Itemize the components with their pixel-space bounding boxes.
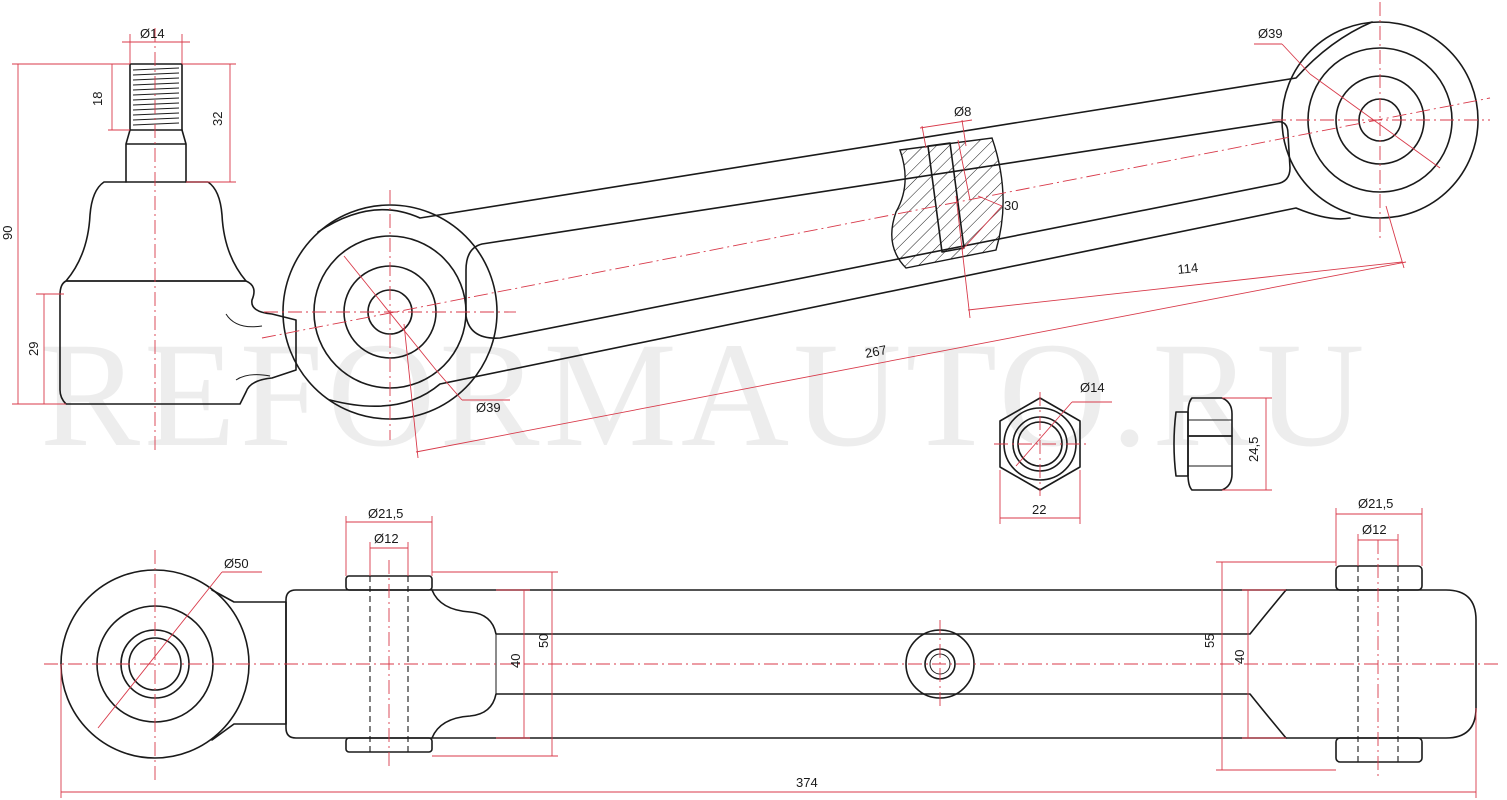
arm-lower-edge [329,207,1351,408]
total-height-label: 90 [0,226,15,240]
arm-body [285,589,1477,739]
nut-side-collar [1173,411,1189,477]
arm-top-view: Ø39 Ø39 Ø8 30 114 267 [261,2,1491,459]
stud-height-label: 32 [210,112,225,126]
dust-boot [65,181,247,282]
mid-inner-height-label: 40 [508,654,523,668]
hole-diameter-label: Ø8 [954,104,971,119]
mid-outer-diameter-label: Ø21,5 [368,506,403,521]
end-inner-diameter-label: Ø12 [1362,522,1387,537]
eye-diameter-label: Ø50 [224,556,249,571]
watermark-text: REFORMAUTO.RU [40,312,1369,478]
threaded-stud [129,63,183,131]
end-inner-height-label: 40 [1232,650,1247,664]
arm-cross-section [891,137,1004,269]
arm-pocket [465,120,1291,339]
ball-joint-view: Ø14 18 32 90 29 [0,26,297,450]
joint-housing [59,280,297,405]
thread-length-label: 18 [90,92,105,106]
left-bushing-diameter-label: Ø39 [476,400,501,415]
nut-width-label: 22 [1032,502,1046,517]
hole-to-bushing-label: 114 [1177,260,1199,277]
nut-views: Ø14 22 24,5 [994,380,1272,524]
upper-flange [431,589,1287,635]
end-outer-height-label: 55 [1202,634,1217,648]
arm-upper-edge [317,21,1373,233]
nut-height-label: 24,5 [1246,437,1261,462]
housing-height-label: 29 [26,342,41,356]
mid-outer-height-label: 50 [536,634,551,648]
housing-neck [225,313,271,381]
end-bushing-top-cap [1335,565,1423,591]
right-bushing-diameter-label: Ø39 [1258,26,1283,41]
stud-taper [125,129,187,183]
stud-diameter-label: Ø14 [140,26,165,41]
mid-inner-diameter-label: Ø12 [374,531,399,546]
overall-length-label: 374 [796,775,818,790]
end-bushing-bottom-cap [1335,737,1423,763]
section-width-label: 30 [1004,198,1018,213]
arm-length-label: 267 [864,342,888,361]
lower-flange [431,693,1287,739]
end-outer-diameter-label: Ø21,5 [1358,496,1393,511]
stud-threads [132,67,180,126]
nut-hole-diameter-label: Ø14 [1080,380,1105,395]
arm-side-view: Ø50 Ø21,5 Ø12 40 50 Ø21,5 Ø12 55 [44,496,1500,798]
